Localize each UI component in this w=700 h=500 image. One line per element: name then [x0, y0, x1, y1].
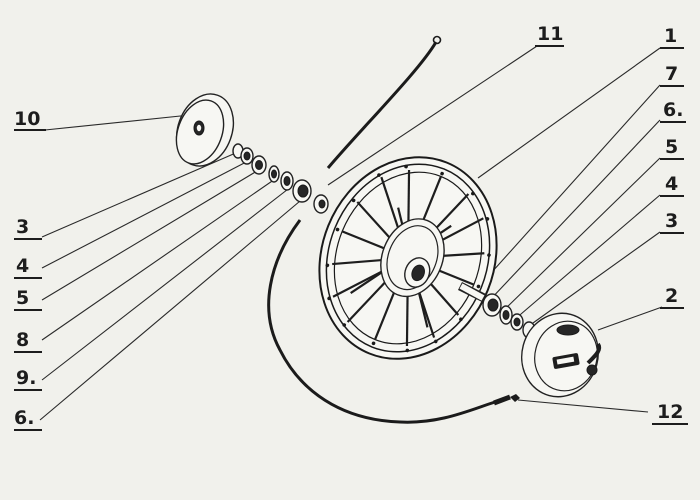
spoked-wheel [318, 156, 498, 360]
label-6-left: 6. [14, 407, 34, 429]
left-labels: 10 3 4 5 8 9. 6. [14, 108, 46, 431]
brake-plate [521, 312, 602, 398]
label-3-right: 3 [665, 210, 678, 232]
label-11: 11 [537, 23, 563, 45]
dust-cover-disc [175, 93, 235, 167]
speedometer-cable [326, 35, 442, 169]
label-4-left: 4 [16, 255, 29, 277]
label-5-left: 5 [16, 287, 29, 309]
label-5-right: 5 [665, 136, 678, 158]
right-bearing-stack [457, 281, 536, 339]
label-4-right: 4 [665, 173, 678, 195]
label-10: 10 [14, 108, 40, 130]
left-bearing-stack [232, 143, 329, 214]
brake-cable [267, 219, 520, 424]
right-labels: 11 1 7 6. 5 4 3 2 12 [535, 23, 688, 425]
label-1: 1 [664, 25, 677, 47]
leader-lines [39, 45, 663, 421]
label-2: 2 [665, 285, 678, 307]
label-6-right: 6. [663, 99, 683, 121]
label-8: 8 [16, 329, 29, 351]
label-12: 12 [657, 401, 683, 423]
label-9: 9. [16, 367, 36, 389]
label-3-left: 3 [16, 216, 29, 238]
label-7: 7 [665, 63, 678, 85]
